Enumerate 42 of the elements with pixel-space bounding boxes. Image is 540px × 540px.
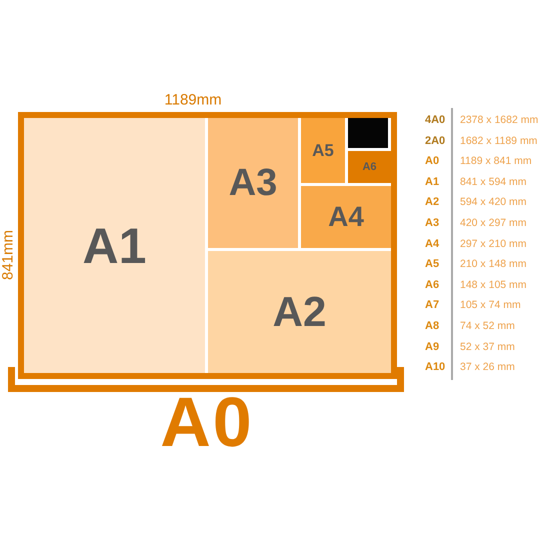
size-dimensions: 2378 x 1682 mm: [460, 115, 538, 126]
sheet-panel: [24, 118, 205, 373]
size-label: A6: [362, 162, 377, 172]
sheet-title: A0: [160, 387, 254, 457]
size-name: 4A0: [425, 115, 446, 126]
size-dimensions: 1189 x 841 mm: [460, 156, 532, 167]
size-label: A4: [328, 203, 364, 231]
size-name: A8: [425, 321, 440, 332]
size-dimensions: 52 x 37 mm: [460, 342, 515, 352]
size-label: A5: [312, 142, 334, 159]
size-name: A6: [425, 280, 440, 291]
size-name: A0: [425, 156, 440, 168]
size-dimensions: 1682 x 1189 mm: [460, 136, 538, 146]
sheet-panel: [348, 151, 391, 183]
size-dimensions: 37 x 26 mm: [460, 362, 515, 373]
dimension-label: 1189mm: [164, 92, 222, 108]
size-name: A1: [425, 176, 440, 188]
size-name: 2A0: [425, 136, 446, 147]
size-label: A1: [82, 220, 146, 270]
sheet-panel: [301, 186, 391, 248]
size-label: A2: [272, 291, 326, 333]
sheet-panel: [301, 118, 345, 183]
size-dimensions: 105 x 74 mm: [460, 300, 521, 311]
size-name: A7: [425, 300, 440, 312]
size-dimensions: 74 x 52 mm: [460, 321, 515, 332]
size-dimensions: 210 x 148 mm: [460, 259, 527, 270]
sheet-panel: [348, 118, 388, 148]
size-name: A2: [425, 197, 440, 208]
sheet-panel: [208, 118, 298, 248]
size-name: A9: [425, 342, 440, 353]
size-name: A3: [425, 218, 440, 229]
size-dimensions: 594 x 420 mm: [460, 197, 527, 208]
size-name: A5: [425, 259, 440, 270]
size-name: A10: [425, 362, 446, 374]
size-name: A4: [425, 238, 440, 250]
size-dimensions: 841 x 594 mm: [460, 176, 527, 188]
size-dimensions: 297 x 210 mm: [460, 238, 527, 250]
dimension-label: 841mm: [0, 230, 16, 280]
sheet-panel: [208, 251, 391, 373]
size-dimensions: 148 x 105 mm: [460, 280, 527, 290]
size-dimensions: 420 x 297 mm: [460, 218, 527, 228]
size-label: A3: [228, 164, 278, 202]
